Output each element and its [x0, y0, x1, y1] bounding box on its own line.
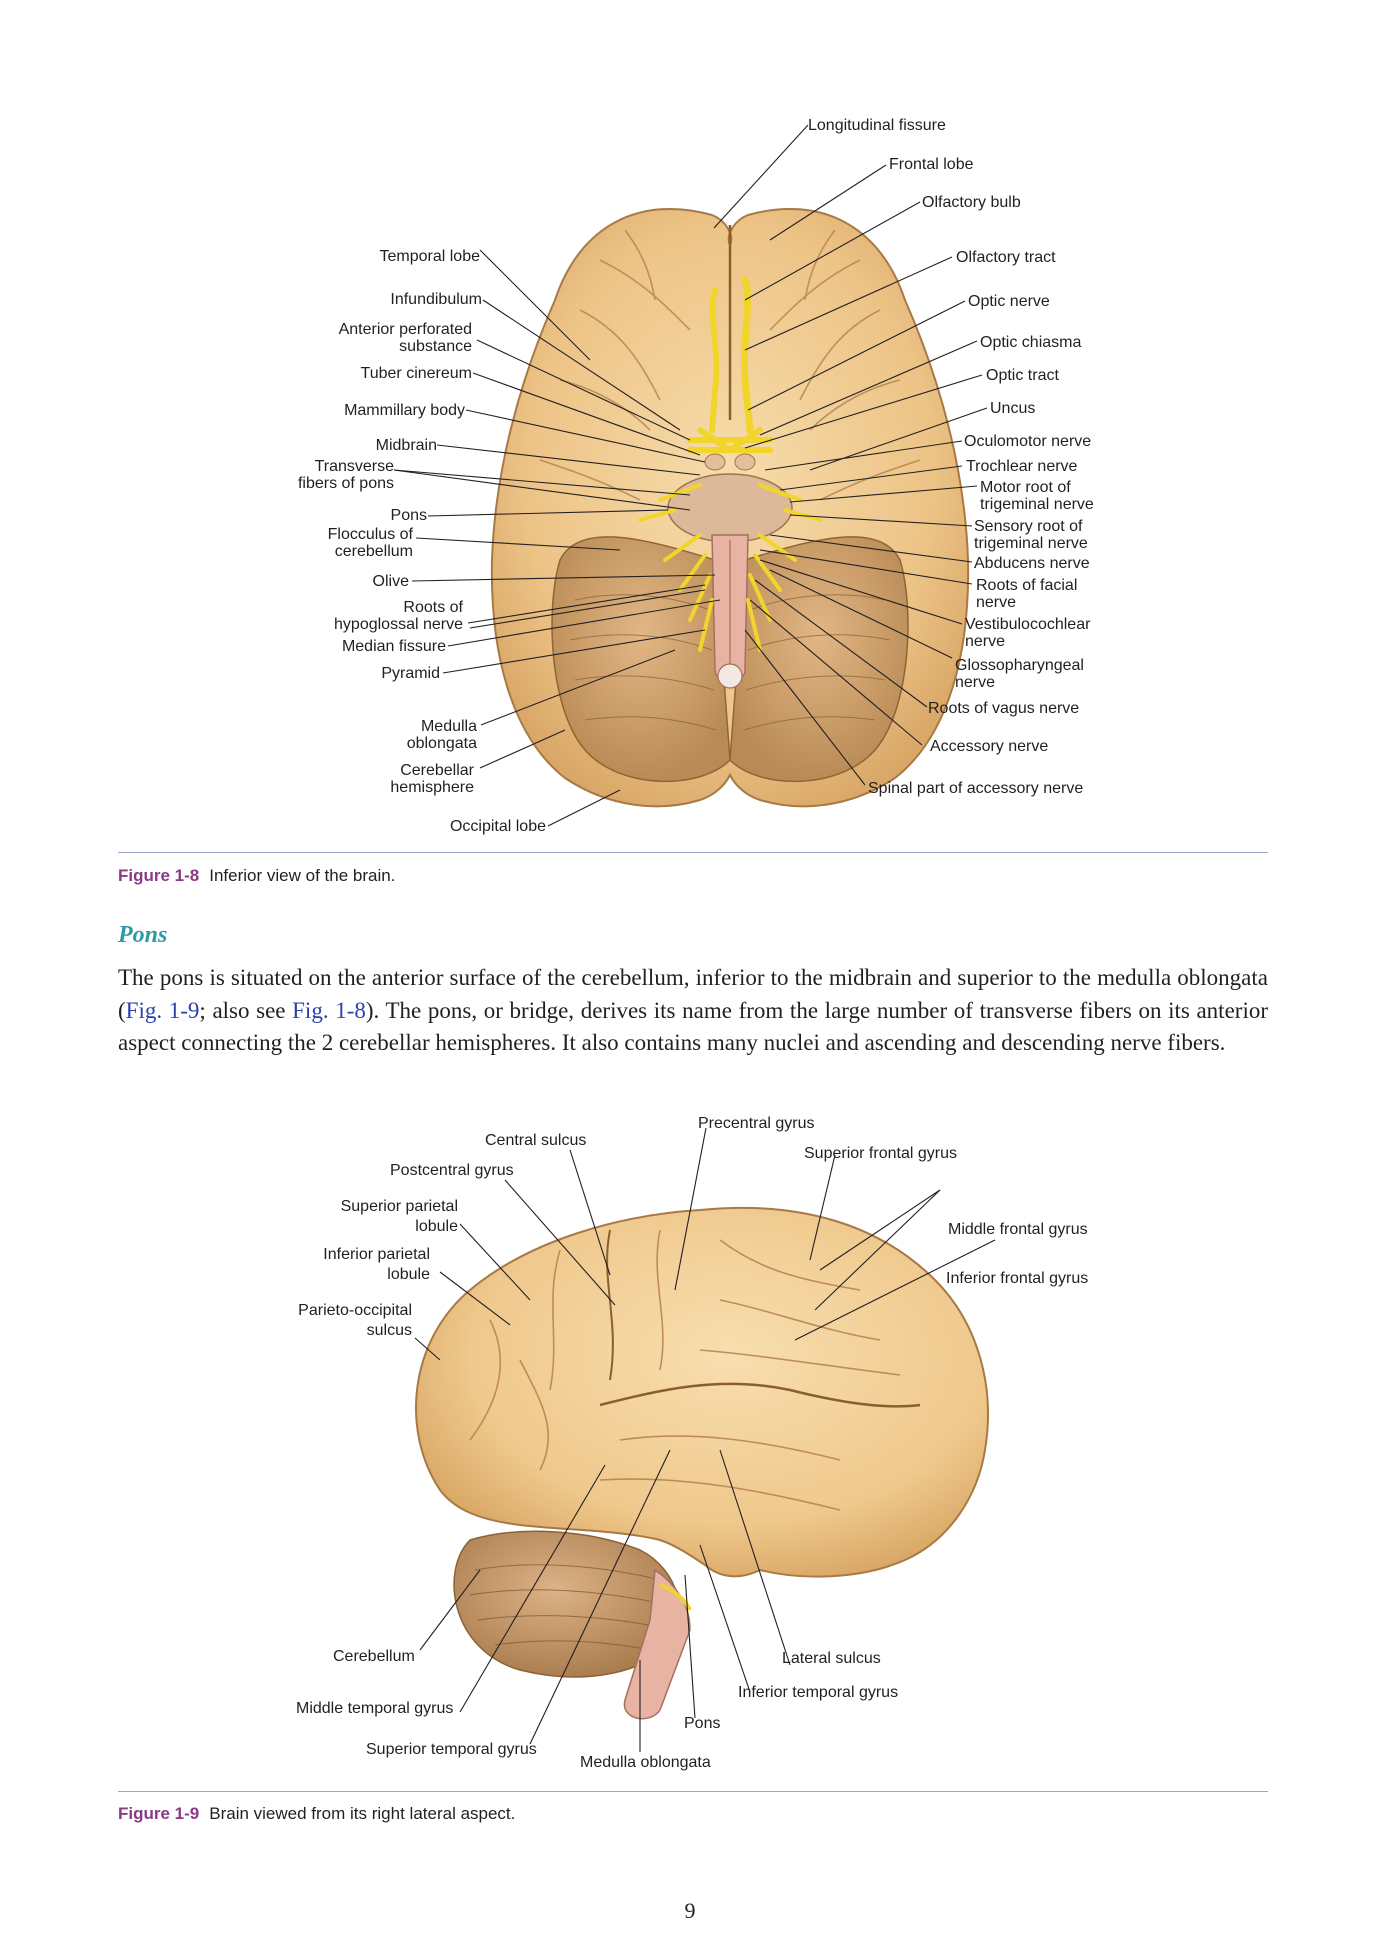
label-frontal-lobe: Frontal lobe [889, 156, 974, 173]
label-flocculus-line2: cerebellum [335, 543, 413, 560]
label-superior-frontal-gyrus: Superior frontal gyrus [804, 1145, 957, 1162]
label-facial-line1: Roots of facial [976, 577, 1077, 594]
label-medulla-line2: oblongata [407, 735, 477, 752]
label-glossopharyngeal-line2: nerve [955, 674, 995, 691]
label-sensory-root-line2: trigeminal nerve [974, 535, 1088, 552]
section-heading-pons: Pons [118, 922, 168, 948]
figure-1-8-number: Figure 1-8 [118, 866, 200, 885]
label-superior-parietal-line2: lobule [415, 1218, 458, 1235]
label-optic-tract: Optic tract [986, 367, 1059, 384]
label-middle-frontal-gyrus: Middle frontal gyrus [948, 1221, 1088, 1238]
label-transverse-line2: fibers of pons [298, 475, 394, 492]
pons-paragraph: The pons is situated on the anterior sur… [118, 962, 1268, 1060]
figure-1-9-number: Figure 1-9 [118, 1804, 200, 1823]
label-olfactory-tract: Olfactory tract [956, 249, 1056, 266]
label-superior-temporal-gyrus: Superior temporal gyrus [366, 1741, 537, 1758]
figure-1-8-leader-lines [393, 124, 988, 827]
label-longitudinal-fissure: Longitudinal fissure [808, 117, 946, 134]
figure-1-8-rule [118, 852, 1268, 853]
label-olive: Olive [373, 573, 410, 590]
label-pons: Pons [391, 507, 427, 524]
paragraph-middle: ; also see [199, 997, 293, 1023]
paragraph-end: ). The pons, or bridge, derives its name… [118, 997, 1268, 1056]
figure-1-9-illustration: Precentral gyrus Central sulcus Superior… [296, 1115, 1088, 1771]
label-motor-root-line2: trigeminal nerve [980, 496, 1094, 513]
label-precentral-gyrus: Precentral gyrus [698, 1115, 815, 1132]
label-olfactory-bulb: Olfactory bulb [922, 194, 1021, 211]
figure-1-8-labels-right: Longitudinal fissure Frontal lobe Olfact… [808, 117, 1094, 797]
label-central-sulcus: Central sulcus [485, 1132, 586, 1149]
label-temporal-lobe: Temporal lobe [380, 248, 481, 265]
label-median-fissure: Median fissure [342, 638, 446, 655]
label-cerebellar-line1: Cerebellar [400, 762, 474, 779]
paragraph-start: The pons is situated on the anterior sur… [118, 965, 1268, 1023]
label-vagus: Roots of vagus nerve [928, 700, 1079, 717]
figure-1-9-caption: Figure 1-9 Brain viewed from its right la… [118, 1804, 515, 1824]
label-anterior-perforated-line2: substance [399, 338, 472, 355]
figure-1-8-illustration: Longitudinal fissure Frontal lobe Olfact… [298, 117, 1094, 835]
figure-1-9-caption-text: Brain viewed from its right lateral aspe… [209, 1804, 516, 1823]
label-inferior-temporal-gyrus: Inferior temporal gyrus [738, 1684, 898, 1701]
lateral-brain-drawing [415, 1206, 989, 1720]
label-anterior-perforated-line1: Anterior perforated [339, 321, 472, 338]
label-medulla-line1: Medulla [421, 718, 477, 735]
label-parieto-occipital-line1: Parieto-occipital [298, 1302, 412, 1319]
label-accessory: Accessory nerve [930, 738, 1048, 755]
label-mammillary-body: Mammillary body [344, 402, 465, 419]
label-vestibulocochlear-line1: Vestibulocochlear [965, 616, 1091, 633]
figure-1-9-rule [118, 1791, 1268, 1792]
label-middle-temporal-gyrus: Middle temporal gyrus [296, 1700, 453, 1717]
label-inferior-parietal-line1: Inferior parietal [323, 1246, 430, 1263]
label-abducens-nerve: Abducens nerve [974, 555, 1090, 572]
figure-1-8-caption-text: Inferior view of the brain. [209, 866, 396, 885]
label-pons-lateral: Pons [684, 1715, 720, 1732]
label-facial-line2: nerve [976, 594, 1016, 611]
label-cerebellar-line2: hemisphere [390, 779, 474, 796]
label-tuber-cinereum: Tuber cinereum [361, 365, 472, 382]
label-lateral-sulcus: Lateral sulcus [782, 1650, 881, 1667]
label-inferior-parietal-line2: lobule [387, 1266, 430, 1283]
figure-1-9-leader-lines [414, 1127, 996, 1752]
label-hypoglossal-line2: hypoglossal nerve [334, 616, 463, 633]
label-motor-root-line1: Motor root of [980, 479, 1071, 496]
label-occipital-lobe: Occipital lobe [450, 818, 546, 835]
label-hypoglossal-line1: Roots of [403, 599, 463, 616]
figure-1-9-labels: Precentral gyrus Central sulcus Superior… [296, 1115, 1088, 1771]
label-vestibulocochlear-line2: nerve [965, 633, 1005, 650]
label-postcentral-gyrus: Postcentral gyrus [390, 1162, 514, 1179]
label-inferior-frontal-gyrus: Inferior frontal gyrus [946, 1270, 1088, 1287]
label-sensory-root-line1: Sensory root of [974, 518, 1083, 535]
label-infundibulum: Infundibulum [390, 291, 482, 308]
label-flocculus-line1: Flocculus of [328, 526, 414, 543]
page-number: 9 [684, 1898, 696, 1923]
label-optic-chiasma: Optic chiasma [980, 334, 1081, 351]
inferior-brain-drawing [490, 207, 970, 808]
label-pyramid: Pyramid [381, 665, 440, 682]
figure-1-8-labels-left: Temporal lobe Infundibulum Anterior perf… [298, 248, 546, 835]
label-superior-parietal-line1: Superior parietal [341, 1198, 458, 1215]
label-optic-nerve: Optic nerve [968, 293, 1050, 310]
label-spinal-accessory: Spinal part of accessory nerve [868, 780, 1083, 797]
figure-1-8-link[interactable]: Fig. 1-8 [292, 997, 366, 1023]
label-transverse-line1: Transverse [315, 458, 395, 475]
label-cerebellum: Cerebellum [333, 1648, 415, 1665]
figure-1-9-link[interactable]: Fig. 1-9 [125, 997, 200, 1023]
label-glossopharyngeal-line1: Glossopharyngeal [955, 657, 1084, 674]
label-midbrain: Midbrain [376, 437, 437, 454]
label-oculomotor-nerve: Oculomotor nerve [964, 433, 1091, 450]
label-medulla-oblongata: Medulla oblongata [580, 1754, 711, 1771]
label-parieto-occipital-line2: sulcus [367, 1322, 412, 1339]
label-uncus: Uncus [990, 400, 1035, 417]
figure-1-8-caption: Figure 1-8 Inferior view of the brain. [118, 866, 395, 886]
label-trochlear-nerve: Trochlear nerve [966, 458, 1078, 475]
